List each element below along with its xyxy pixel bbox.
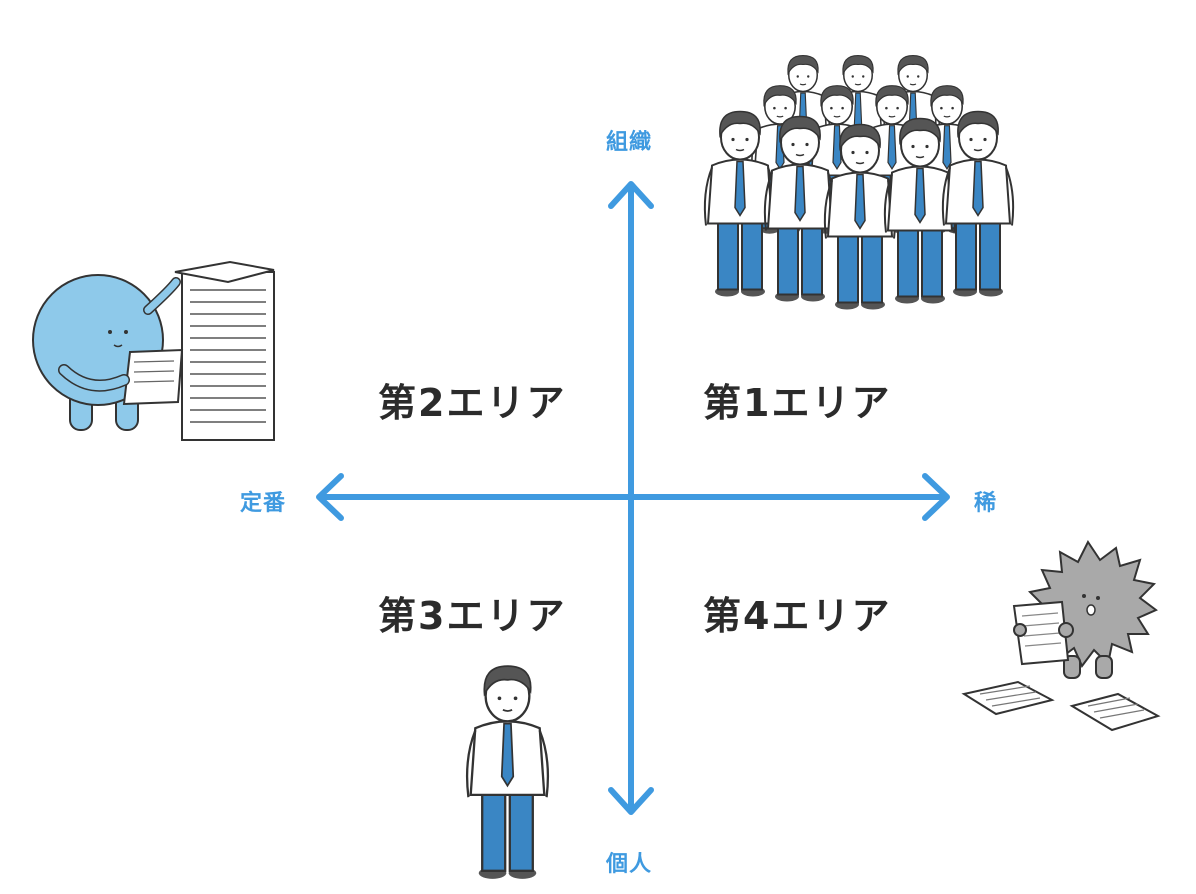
area-label-1: 第1エリア [703, 381, 892, 425]
axis-label-left: 定番 [240, 491, 287, 516]
right-arrowhead [922, 473, 950, 521]
up-arrowhead [608, 181, 654, 209]
area-label-3: 第3エリア [378, 594, 567, 638]
down-arrowhead [608, 787, 654, 815]
area-label-4: 第4エリア [703, 594, 892, 638]
axis-label-right: 稀 [974, 491, 998, 516]
axis-label-top: 組織 [606, 130, 653, 155]
left-arrowhead [316, 473, 344, 521]
axis-label-bottom: 個人 [606, 852, 653, 877]
area-label-2: 第2エリア [378, 381, 567, 425]
